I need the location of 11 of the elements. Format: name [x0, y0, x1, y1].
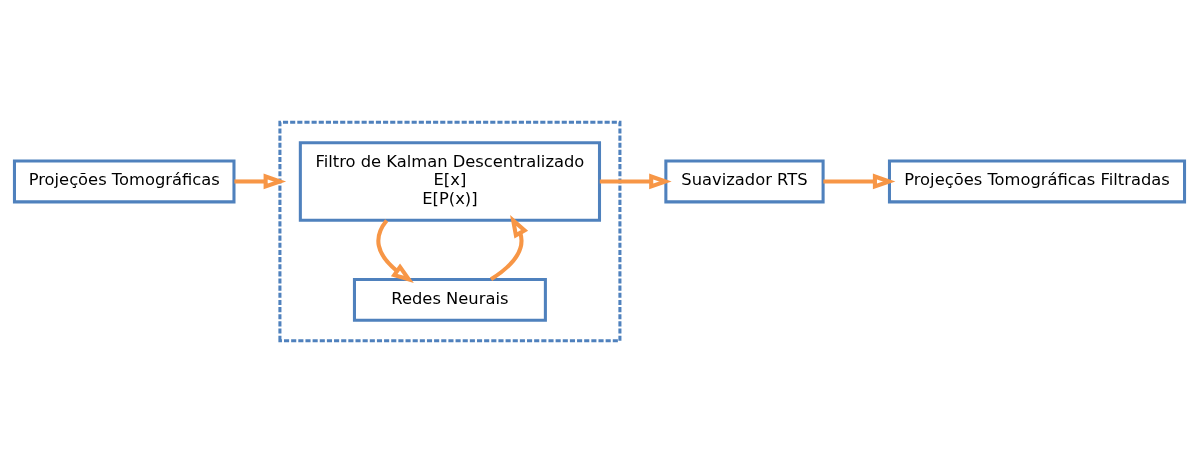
arrow — [376, 219, 414, 283]
node-box: Filtro de Kalman Descentralizado E[x] E[P(x)] — [298, 141, 602, 222]
arrow — [823, 173, 896, 190]
node-box: Redes Neurais — [352, 277, 547, 322]
cluster — [278, 120, 622, 343]
arrow — [234, 173, 287, 190]
node-box: Projeções Tomográficas — [12, 159, 236, 204]
arrow — [599, 173, 672, 190]
node-box: Suavizador RTS — [664, 159, 825, 204]
node-box: Projeções Tomográficas Filtradas — [887, 159, 1187, 204]
arrow — [489, 215, 529, 281]
